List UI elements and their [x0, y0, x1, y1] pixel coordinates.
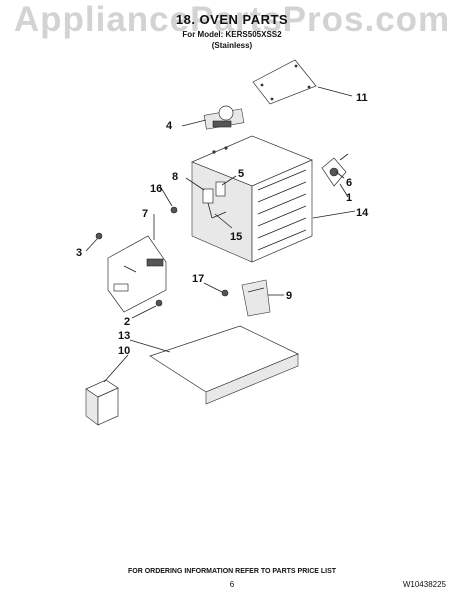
- callout-10: 10: [118, 345, 130, 357]
- model-line: For Model: KERS505XSS2: [182, 30, 282, 39]
- part-14-oven-cavity: [191, 135, 313, 263]
- ordering-note: FOR ORDERING INFORMATION REFER TO PARTS …: [127, 568, 337, 575]
- variant-line: (Stainless): [211, 41, 253, 50]
- callout-17: 17: [192, 273, 204, 285]
- part-13-shield: [149, 325, 299, 405]
- callout-15: 15: [230, 231, 242, 243]
- callout-3: 3: [76, 247, 82, 259]
- callout-16: 16: [150, 183, 162, 195]
- callout-7: 7: [142, 208, 148, 220]
- part-1-cover-plate: [321, 153, 349, 187]
- watermark: AppliancePartsPros.com: [13, 0, 451, 39]
- leader-lines: [85, 86, 356, 383]
- callout-6: 6: [346, 177, 352, 189]
- callout-labels: 11 4 8 5 16 7 15 6 1 14 3 2 17 9 13 10: [76, 92, 369, 357]
- callout-5: 5: [238, 168, 244, 180]
- part-10-block: [85, 379, 119, 426]
- part-9-bracket: [241, 279, 271, 317]
- page-title: 18. OVEN PARTS: [175, 12, 289, 27]
- page-number: 6: [229, 580, 235, 589]
- callout-14: 14: [356, 207, 369, 219]
- part-4-motor: [203, 105, 245, 130]
- part-11-panel: [252, 59, 317, 105]
- part-7-bracket: [107, 235, 167, 313]
- part-5-8-sensors: [202, 181, 227, 219]
- callout-11: 11: [356, 92, 368, 104]
- callout-9: 9: [286, 290, 292, 302]
- callout-8: 8: [172, 171, 178, 183]
- document-number: W10438225: [402, 580, 446, 589]
- callout-2: 2: [124, 316, 130, 328]
- callout-1: 1: [346, 192, 352, 204]
- callout-13: 13: [118, 330, 130, 342]
- callout-4: 4: [166, 120, 173, 132]
- screws: [95, 206, 229, 307]
